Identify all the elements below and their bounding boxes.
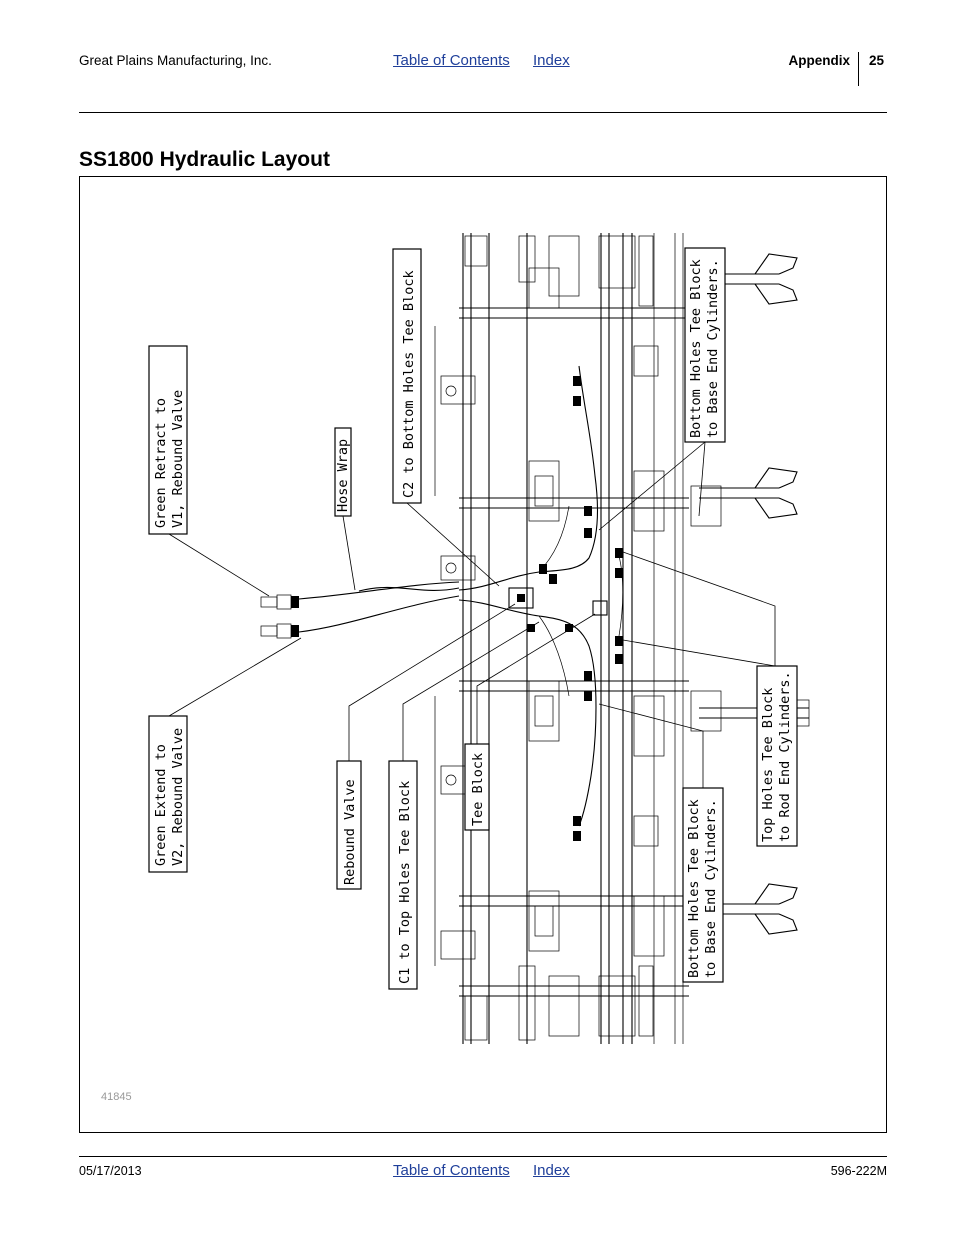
header-separator xyxy=(858,52,859,86)
callout-label: C2 to Bottom Holes Tee Block xyxy=(401,270,417,498)
hose-c1-top xyxy=(458,599,597,827)
hydraulic-layout-figure: Green Retract toV1, Rebound Valve Hose W… xyxy=(79,176,887,1133)
callout-top-tee: Top Holes Tee Blockto Rod End Cylinders. xyxy=(622,551,798,847)
hose-branch-b xyxy=(538,615,570,697)
hydraulic-diagram: Green Retract toV1, Rebound Valve Hose W… xyxy=(101,233,810,1103)
callout-rebound-valve: Rebound Valve xyxy=(336,603,516,890)
hose-wrap-bundle xyxy=(358,586,460,592)
callout-line-1: C2 to Bottom Holes Tee Block xyxy=(401,270,417,498)
callout-label: Bottom Holes Tee Blockto Base End Cylind… xyxy=(688,259,721,438)
callout-label: C1 to Top Holes Tee Block xyxy=(397,781,413,984)
callout-line-2: to Base End Cylinders. xyxy=(703,799,719,978)
callout-line-1: Rebound Valve xyxy=(342,779,358,885)
hydraulic-fittings xyxy=(527,376,623,841)
gauge-assemblies xyxy=(528,267,665,957)
callout-label: Hose Wrap xyxy=(335,439,351,512)
footer-rule xyxy=(79,1156,887,1157)
callout-line-1: Hose Wrap xyxy=(335,439,351,512)
callout-bottom-tee-lower: Bottom Holes Tee Blockto Base End Cylind… xyxy=(598,703,724,983)
callout-line-1: Top Holes Tee Block xyxy=(760,688,776,842)
shank-2 xyxy=(699,467,798,519)
hose-green-extend xyxy=(298,595,460,633)
callout-line-1: Bottom Holes Tee Block xyxy=(688,259,704,438)
frame-structure xyxy=(434,233,722,1044)
footer-doc-number: 596-222M xyxy=(830,1164,887,1178)
page-title: SS1800 Hydraulic Layout xyxy=(79,148,330,171)
callout-line-2: to Rod End Cylinders. xyxy=(777,671,793,842)
left-clamps xyxy=(434,326,476,966)
callout-line-2: V2, Rebound Valve xyxy=(170,728,186,866)
hoses xyxy=(298,365,624,827)
callout-c2-bottom: C2 to Bottom Holes Tee Block xyxy=(392,248,500,587)
callout-line-1: Tee Block xyxy=(470,753,486,826)
header-rule xyxy=(79,112,887,113)
footer-index-link[interactable]: Index xyxy=(533,1162,570,1179)
hose-branch-a xyxy=(538,505,570,573)
fittings xyxy=(260,376,623,841)
callout-label: Top Holes Tee Blockto Rod End Cylinders. xyxy=(760,671,793,842)
hose-green-retract xyxy=(298,581,460,600)
callout-label: Bottom Holes Tee Blockto Base End Cylind… xyxy=(686,799,719,978)
callout-label: Tee Block xyxy=(470,753,486,826)
footer-date: 05/17/2013 xyxy=(79,1164,142,1178)
quick-coupler-extend xyxy=(260,623,299,639)
footer-toc-link[interactable]: Table of Contents xyxy=(393,1162,510,1179)
callout-green-retract: Green Retract toV1, Rebound Valve xyxy=(148,345,270,597)
callout-label: Rebound Valve xyxy=(342,779,358,885)
callout-line-2: to Base End Cylinders. xyxy=(705,259,721,438)
top-brackets xyxy=(464,235,654,1041)
callout-label: Green Extend toV2, Rebound Valve xyxy=(153,728,186,866)
header-page-number: 25 xyxy=(869,53,885,68)
cross-bars xyxy=(459,307,689,997)
callout-line-2: V1, Rebound Valve xyxy=(170,390,186,528)
header-index-link[interactable]: Index xyxy=(533,52,570,69)
header-toc-link[interactable]: Table of Contents xyxy=(393,52,510,69)
callout-line-1: Green Retract to xyxy=(153,398,169,528)
callout-line-1: Bottom Holes Tee Block xyxy=(686,799,702,978)
callout-label: Green Retract toV1, Rebound Valve xyxy=(153,390,186,528)
callout-hose-wrap: Hose Wrap xyxy=(334,427,356,591)
tee-block-body xyxy=(592,600,608,616)
callout-line-1: Green Extend to xyxy=(153,744,169,866)
callout-green-extend: Green Extend toV2, Rebound Valve xyxy=(148,637,302,873)
quick-coupler-retract xyxy=(260,594,299,610)
hose-tee-link xyxy=(618,555,624,637)
callout-line-1: C1 to Top Holes Tee Block xyxy=(397,781,413,984)
callout-c1-top: C1 to Top Holes Tee Block xyxy=(388,621,540,990)
header-section: Appendix xyxy=(788,53,850,68)
hose-c2-bottom xyxy=(458,365,599,591)
header-company: Great Plains Manufacturing, Inc. xyxy=(79,53,272,68)
figure-number: 41845 xyxy=(101,1091,132,1103)
callout-bottom-tee-top: Bottom Holes Tee Blockto Base End Cylind… xyxy=(598,247,726,531)
rebound-valve-body xyxy=(508,587,534,609)
callout-tee-block: Tee Block xyxy=(464,613,596,831)
